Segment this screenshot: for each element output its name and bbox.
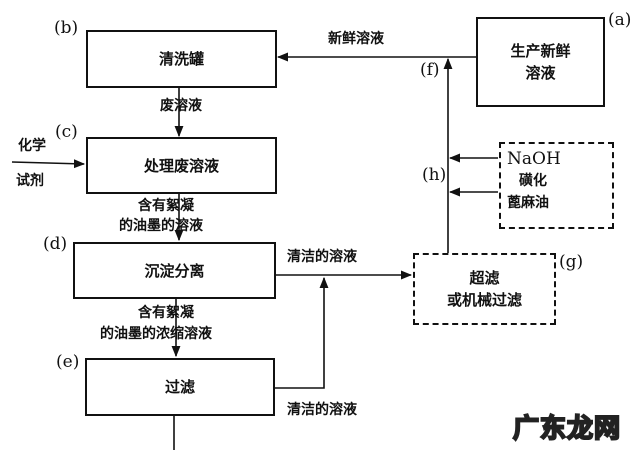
node-g-line1: 超滤: [469, 269, 500, 287]
label-floc-solution-1: 含有絮凝: [138, 198, 194, 214]
node-g-ultrafiltration: 超滤 或机械过滤: [413, 253, 556, 325]
additive-naoh: NaOH: [507, 149, 561, 169]
node-a-tag: (a): [608, 10, 632, 30]
label-fresh-solution: 新鲜溶液: [328, 31, 384, 47]
node-e-tag: (e): [56, 352, 80, 372]
additive-castor-oil: 蓖麻油: [507, 195, 549, 211]
node-a-line1: 生产新鲜: [510, 42, 571, 60]
node-d-tag: (d): [43, 234, 68, 254]
node-c-treat-waste: 处理废溶液: [86, 137, 277, 194]
node-additives: NaOH 磺化 蓖麻油: [499, 142, 614, 229]
arrow-reagent-to-c: [11, 159, 86, 169]
node-d-sedimentation: 沉淀分离: [73, 242, 276, 299]
label-clean-solution-e: 清洁的溶液: [287, 402, 357, 418]
node-a-line2: 溶液: [525, 64, 556, 82]
label-chemical-reagent-1: 化学: [18, 138, 46, 154]
arrow-e-to-merge: [275, 276, 329, 389]
node-g-line2: 或机械过滤: [446, 291, 522, 309]
watermark: 广东龙网: [512, 413, 622, 445]
additive-sulfonated: 磺化: [519, 173, 547, 189]
node-e-filtration: 过滤: [85, 358, 275, 416]
node-a-produce-fresh-solution: 生产新鲜 溶液: [476, 17, 605, 107]
junction-h-tag: (h): [422, 165, 447, 185]
label-chemical-reagent-2: 试剂: [16, 173, 44, 189]
label-floc-conc-2: 的油墨的浓缩溶液: [100, 326, 212, 342]
node-c-label: 处理废溶液: [143, 156, 219, 175]
label-floc-conc-1: 含有絮凝: [138, 305, 194, 321]
label-waste-solution: 废溶液: [160, 98, 202, 114]
node-b-cleaning-tank: 清洗罐: [86, 30, 277, 88]
node-e-label: 过滤: [164, 378, 195, 396]
node-b-label: 清洗罐: [158, 50, 204, 68]
node-c-tag: (c): [55, 122, 78, 142]
node-d-label: 沉淀分离: [144, 261, 205, 280]
label-clean-solution-d: 清洁的溶液: [287, 249, 357, 265]
junction-f-tag: (f): [420, 60, 440, 80]
label-floc-solution-2: 的油墨的溶液: [119, 218, 203, 234]
node-b-tag: (b): [54, 18, 79, 38]
node-g-tag: (g): [559, 252, 584, 272]
